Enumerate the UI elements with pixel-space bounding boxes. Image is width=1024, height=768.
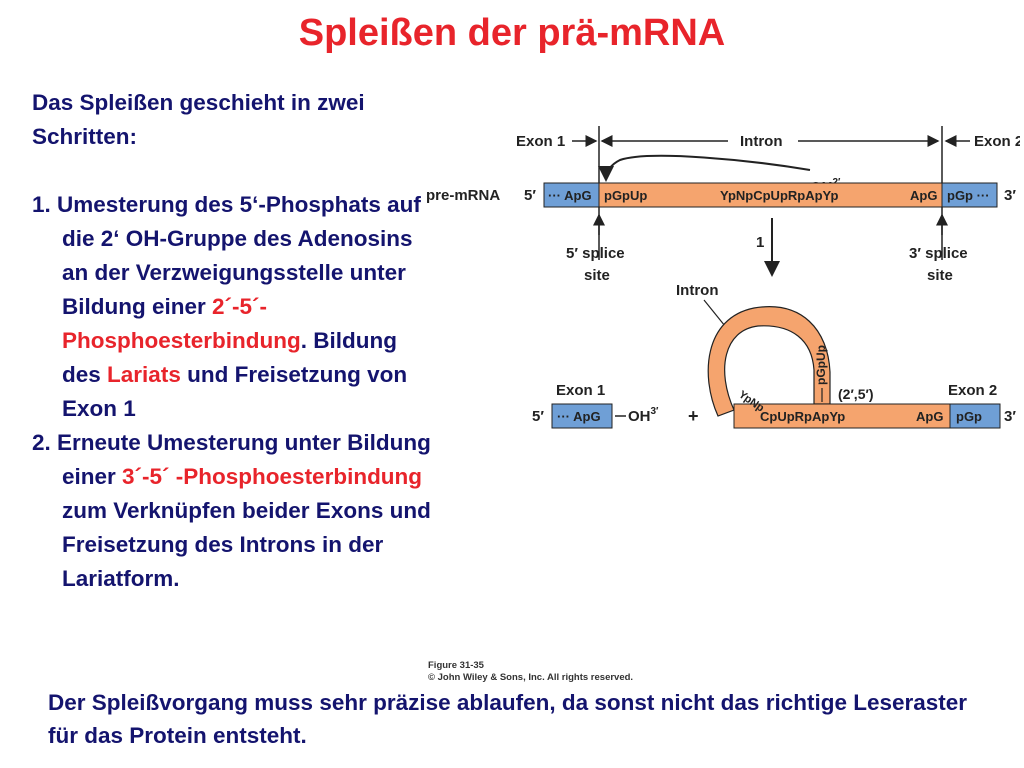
bottom-note: Der Spleißvorgang muss sehr präzise abla… xyxy=(48,690,968,748)
step-2-text-c: zum Verknüpfen beider Exons und Freisetz… xyxy=(62,498,431,591)
exon2-label: Exon 2 xyxy=(974,133,1020,150)
lariat-exon2-seq: pGp xyxy=(956,409,982,424)
explanation-text: Das Spleißen geschieht in zwei Schritten… xyxy=(32,86,437,596)
figure-copyright: © John Wiley & Sons, Inc. All rights res… xyxy=(428,672,634,683)
premrna-exon1-seq: ··· ApG xyxy=(548,188,592,203)
released-exon1-seq: ··· ApG xyxy=(557,409,601,424)
premrna-intron xyxy=(598,182,943,208)
splice3-label-1: 3′ splice xyxy=(909,245,968,262)
splice3-label-2: site xyxy=(927,267,953,284)
premrna-5prime: 5′ xyxy=(524,187,536,204)
lariat-intron-pointer xyxy=(703,299,726,327)
splice5-label-1: 5′ splice xyxy=(566,245,625,262)
page-title: Spleißen der prä-mRNA xyxy=(298,12,726,54)
step-1-number: 1. xyxy=(32,192,51,217)
premrna-intron-end: ApG xyxy=(910,188,937,203)
step-1-lariat: Lariats xyxy=(107,362,181,387)
premrna-label: pre-mRNA xyxy=(426,187,500,204)
nucleophilic-attack-arrow xyxy=(598,154,811,182)
released-oh3: OH3′ xyxy=(628,406,659,425)
step-1-bond: 2´-5´-Phosphoesterbindung xyxy=(62,294,301,353)
released-exon1-5prime: 5′ xyxy=(532,408,544,425)
intron-label: Intron xyxy=(740,133,783,150)
lariat-loop xyxy=(707,306,831,417)
step-2-text-a: Erneute Umesterung unter Bildung einer xyxy=(57,430,431,489)
step-number: 1 xyxy=(756,234,764,251)
premrna-exon2-seq: pGp ··· xyxy=(947,188,990,203)
lariat-exon2-label: Exon 2 xyxy=(948,382,997,399)
step-2-number: 2. xyxy=(32,430,51,455)
figure-number: Figure 31-35 xyxy=(428,660,484,671)
premrna-exon2 xyxy=(941,182,998,208)
lariat-gpup: pGpUp xyxy=(814,345,828,385)
splice5-label-2: site xyxy=(584,267,610,284)
premrna-exon1 xyxy=(543,182,600,208)
step-2: 2. Erneute Umesterung unter Bildung eine… xyxy=(32,426,437,596)
exon1-label: Exon 1 xyxy=(516,133,565,150)
lariat-intron-label: Intron xyxy=(676,282,719,299)
premrna-3prime: 3′ xyxy=(1004,187,1016,204)
intro-text: Das Spleißen geschieht in zwei Schritten… xyxy=(32,90,365,149)
premrna-intron-mid: YpNpCpUpRpApYp xyxy=(720,188,838,203)
plus-sign: + xyxy=(688,406,699,426)
figure-caption: Figure 31-35 © John Wiley & Sons, Inc. A… xyxy=(428,660,633,684)
step-1: 1. Umesterung des 5‘-Phosphats auf die 2… xyxy=(32,188,437,426)
step-1-text-e: und Freisetzung von Exon 1 xyxy=(62,362,408,421)
premrna-intron-start: pGpUp xyxy=(604,188,647,203)
lariat-3prime: 3′ xyxy=(1004,408,1016,425)
released-exon1-label: Exon 1 xyxy=(556,382,605,399)
step-2-bond: 3´-5´ -Phosphoesterbindung xyxy=(122,464,423,489)
step-1-text-c: . Bildung des xyxy=(62,328,397,387)
splicing-diagram: Exon 1 Intron Exon 2 OH2′ pre-mRNA 5′ ··… xyxy=(426,126,1020,429)
lariat-seq: CpUpRpApYp xyxy=(760,409,845,424)
released-exon1 xyxy=(551,403,613,429)
lariat-linkage: (2′,5′) xyxy=(838,386,874,402)
step-1-text-a: Umesterung des 5‘-Phosphats auf die 2‘ O… xyxy=(57,192,421,319)
lariat-apg: ApG xyxy=(916,409,943,424)
lariat-exon2 xyxy=(949,403,1001,429)
